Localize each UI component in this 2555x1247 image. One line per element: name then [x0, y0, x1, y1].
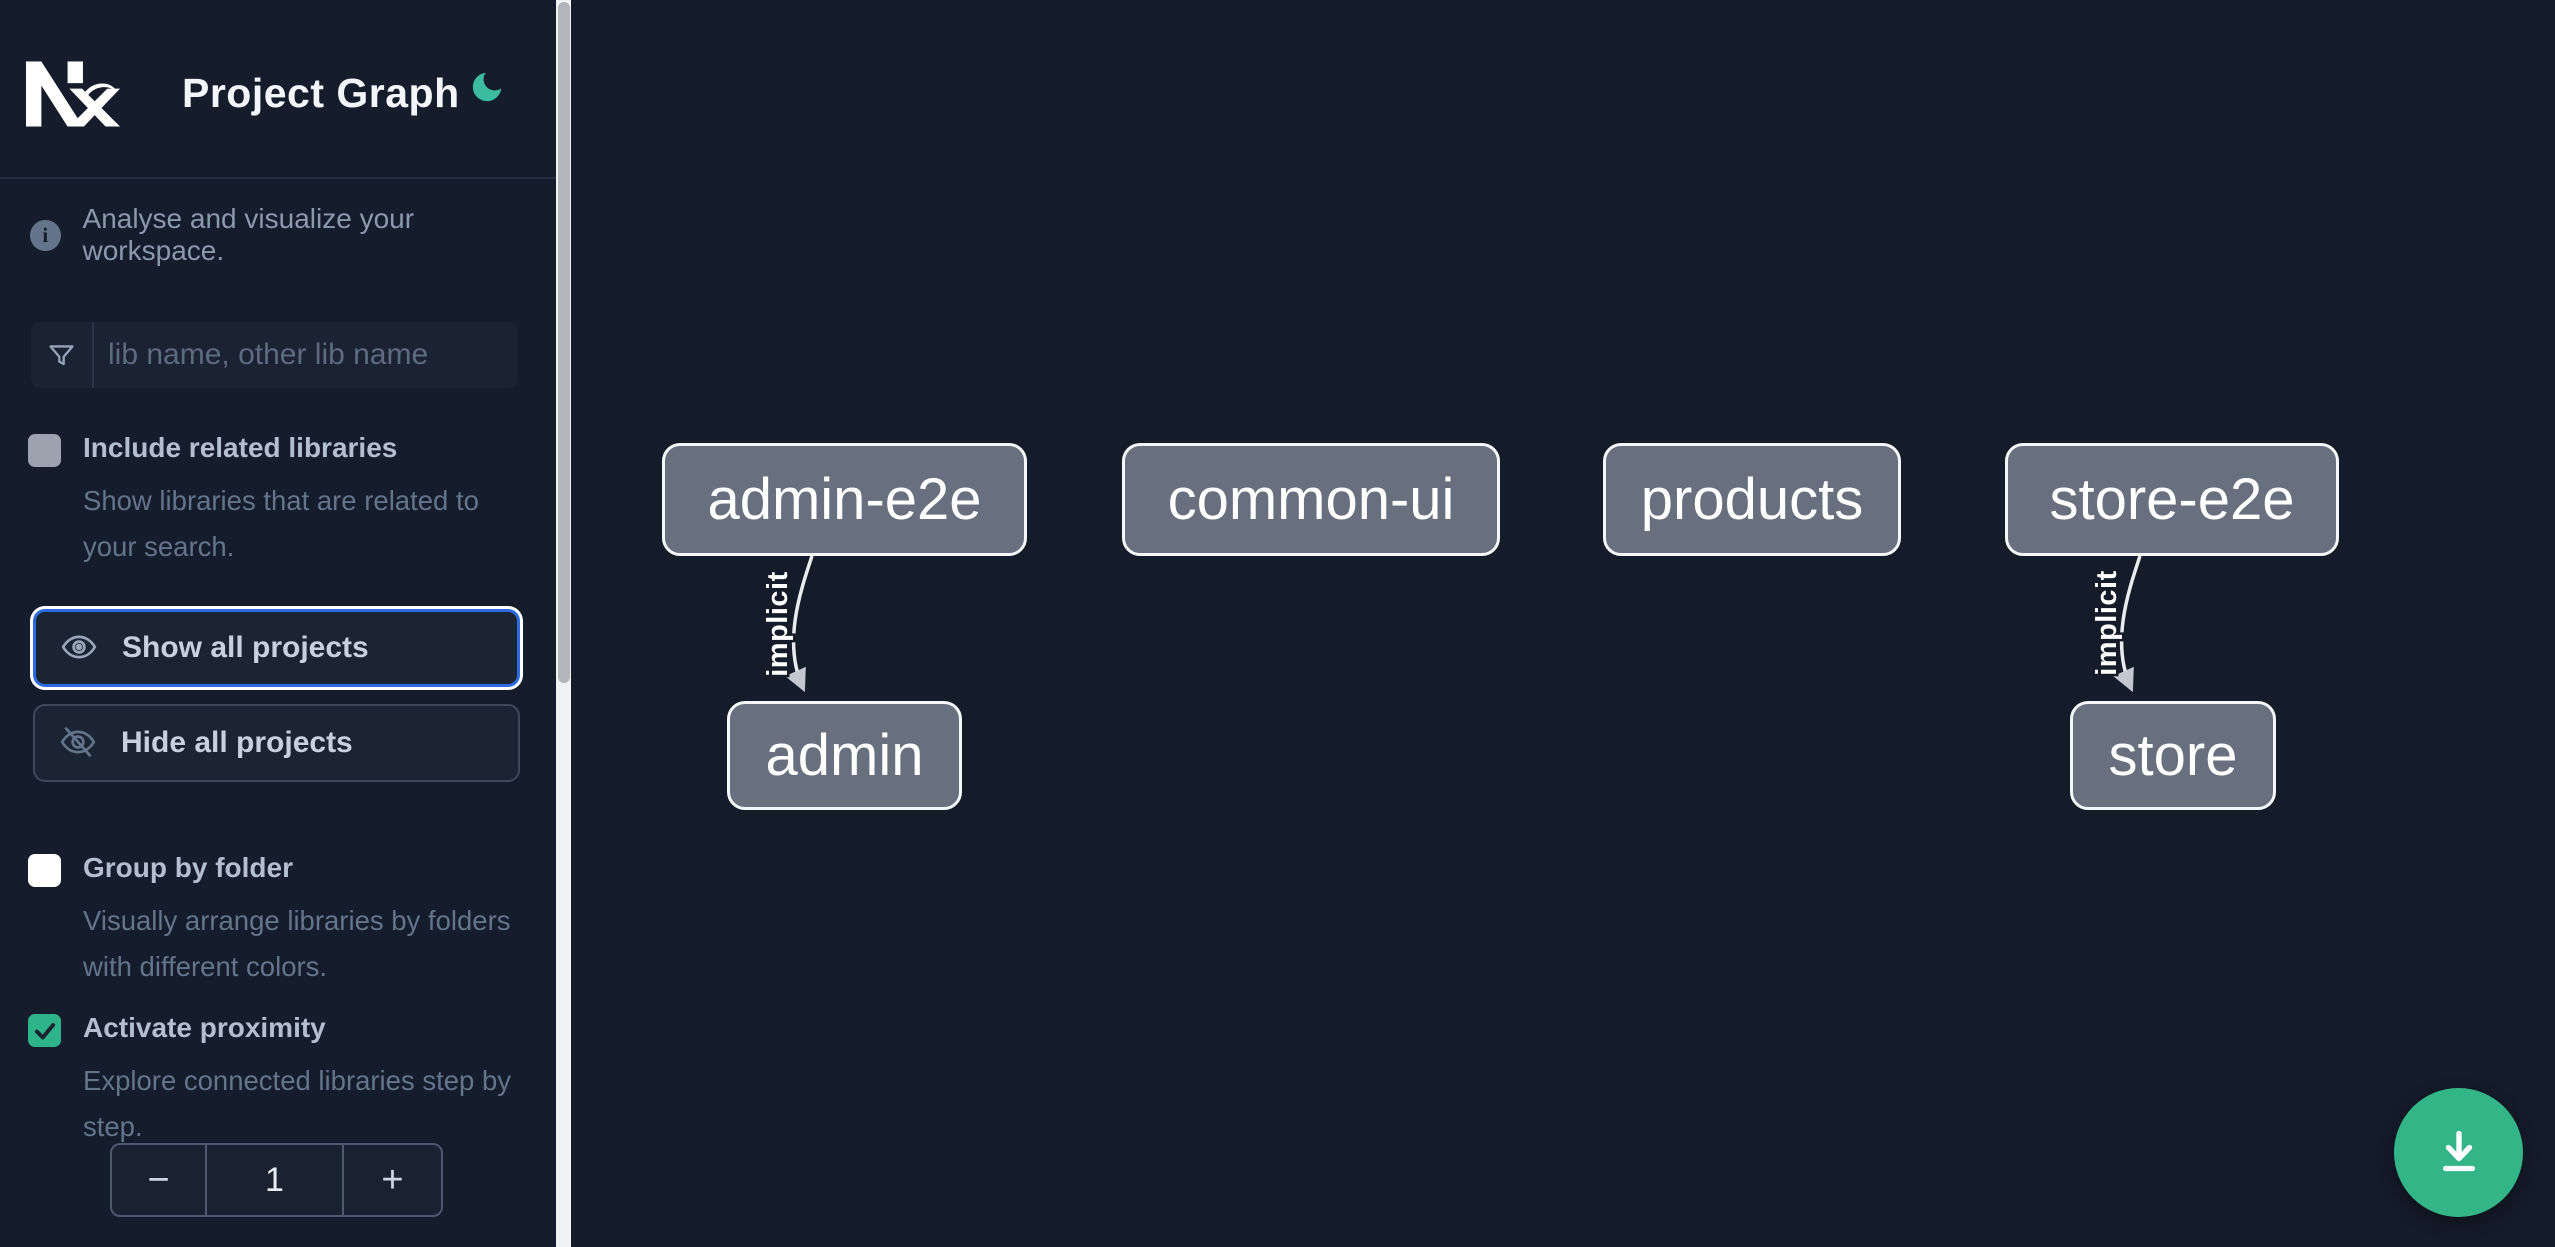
- activate-proximity-label: Activate proximity: [83, 1012, 326, 1043]
- show-all-projects-label: Show all projects: [122, 631, 369, 664]
- edge-admin-e2e-to-admin: [785, 555, 814, 693]
- graph-node-admin[interactable]: admin: [727, 701, 962, 810]
- header-divider: [0, 177, 556, 179]
- proximity-depth-value: 1: [207, 1145, 344, 1215]
- graph-node-common-ui[interactable]: common-ui: [1122, 443, 1500, 556]
- hide-all-projects-button[interactable]: Hide all projects: [33, 704, 520, 782]
- decrement-button[interactable]: −: [112, 1145, 207, 1215]
- graph-node-store[interactable]: store: [2070, 701, 2276, 810]
- activate-proximity-checkbox[interactable]: [28, 1014, 61, 1047]
- graph-node-admin-e2e[interactable]: admin-e2e: [662, 443, 1027, 556]
- intro-text: Analyse and visualize your workspace.: [82, 203, 415, 266]
- sidebar-scrollbar-track[interactable]: [556, 0, 571, 1247]
- proximity-depth-stepper: − 1 +: [110, 1143, 443, 1217]
- graph-node-store-e2e[interactable]: store-e2e: [2005, 443, 2339, 556]
- info-icon: i: [30, 219, 61, 251]
- funnel-filter-icon: [31, 322, 94, 388]
- search-input[interactable]: [94, 322, 518, 388]
- edge-label-implicit: implicit: [762, 571, 794, 677]
- eye-icon: [60, 628, 98, 669]
- nx-logo-icon: [26, 60, 120, 128]
- group-by-folder-checkbox[interactable]: [28, 854, 61, 887]
- hide-all-projects-label: Hide all projects: [121, 726, 353, 759]
- group-by-folder-label: Group by folder: [83, 852, 293, 883]
- eye-slash-icon: [59, 723, 97, 764]
- include-related-checkbox[interactable]: [28, 434, 61, 467]
- download-graph-button[interactable]: [2394, 1088, 2523, 1217]
- download-icon: [2431, 1123, 2487, 1182]
- activate-proximity-description: Explore connected libraries step by step…: [83, 1065, 512, 1142]
- show-all-projects-button[interactable]: Show all projects: [33, 609, 520, 687]
- include-related-description: Show libraries that are related to your …: [83, 485, 479, 562]
- sidebar: Project Graph i Analyse and visualize yo…: [0, 0, 556, 1247]
- include-related-label: Include related libraries: [83, 432, 398, 463]
- project-graph-canvas[interactable]: implicit implicit admin-e2e common-ui pr…: [571, 0, 2555, 1247]
- page-title: Project Graph: [182, 70, 460, 116]
- edge-store-e2e-to-store: [2113, 555, 2142, 693]
- graph-edges-layer: implicit implicit: [760, 555, 2142, 693]
- increment-button[interactable]: +: [381, 1158, 404, 1201]
- edge-label-implicit: implicit: [2091, 570, 2123, 676]
- filter-search-box: [31, 322, 518, 388]
- graph-node-products[interactable]: products: [1603, 443, 1901, 556]
- group-by-folder-description: Visually arrange libraries by folders wi…: [83, 905, 511, 982]
- theme-toggle-moon-icon[interactable]: [468, 68, 506, 106]
- sidebar-scrollbar-thumb[interactable]: [557, 2, 570, 683]
